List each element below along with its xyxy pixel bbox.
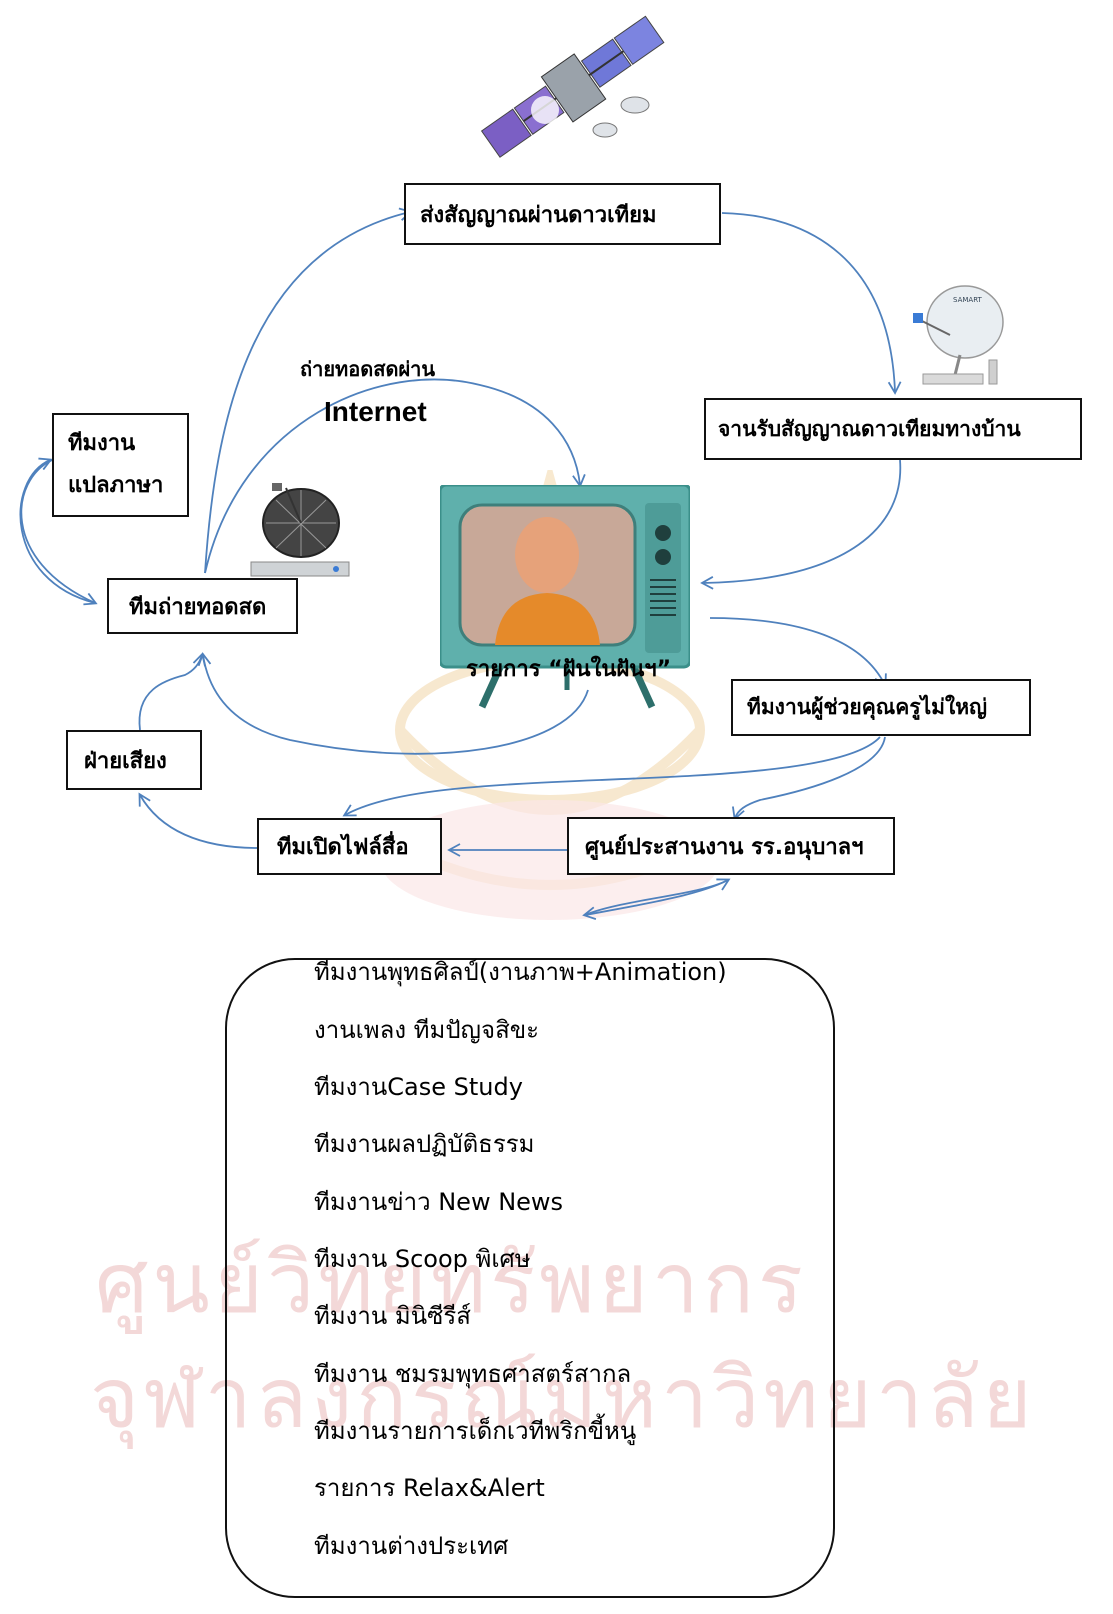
translation-team-box: ทีมงาน แปลภาษา <box>52 413 189 517</box>
arrow-assistant-to-media <box>342 736 881 817</box>
arrow-live-to-translation <box>19 457 96 604</box>
live-broadcast-team-box: ทีมถ่ายทอดสด <box>107 578 298 634</box>
coordination-center-box: ศูนย์ประสานงาน รร.อนุบาลฯ <box>567 817 895 875</box>
translation-team-line2: แปลภาษา <box>68 473 164 498</box>
home-receiver-label: จานรับสัญญาณดาวเทียมทางบ้าน <box>718 416 1021 441</box>
internet-edge-label-line1: ถ่ายทอดสดผ่าน <box>300 357 436 381</box>
team-item: ทีมงานผลปฏิบัติธรรม <box>314 1130 535 1158</box>
arrow-satellite-to-home <box>721 212 902 395</box>
arrow-home-to-tv <box>700 459 902 590</box>
translation-team-line1: ทีมงาน <box>68 431 136 456</box>
team-item: งานเพลง ทีมปัญจสิขะ <box>314 1016 540 1044</box>
satellite-icon <box>480 15 665 158</box>
media-file-team-label: ทีมเปิดไฟล์สื่อ <box>277 835 409 860</box>
production-teams-box: ทีมงานพุทธศิลป์(งานภาพ+Animation) งานเพล… <box>225 958 835 1598</box>
arrow-teams-to-coordination <box>584 878 731 916</box>
satellite-broadcast-label: ส่งสัญญาณผ่านดาวเทียม <box>420 202 657 228</box>
arrow-live-to-tv-internet <box>204 378 586 574</box>
broadcast-dish-icon <box>250 483 350 577</box>
live-broadcast-team-label: ทีมถ่ายทอดสด <box>129 594 267 620</box>
team-item: รายการ Relax&Alert <box>314 1474 545 1502</box>
sound-box: ฝ่ายเสียง <box>66 730 202 790</box>
media-file-team-box: ทีมเปิดไฟล์สื่อ <box>257 818 442 875</box>
coordination-center-label: ศูนย์ประสานงาน รร.อนุบาลฯ <box>585 834 864 860</box>
assistant-team-box: ทีมงานผู้ช่วยคุณครูไม่ใหญ่ <box>731 679 1031 736</box>
team-item: ทีมงานต่างประเทศ <box>314 1532 509 1560</box>
tv-icon <box>438 483 692 709</box>
team-item: ทีมงานข่าว New News <box>314 1188 564 1216</box>
arrow-assistant-to-coordination <box>732 736 886 821</box>
tv-set <box>438 483 692 710</box>
satellite-broadcast-box: ส่งสัญญาณผ่านดาวเทียม <box>404 183 721 245</box>
home-dish-icon: SAMART <box>913 285 1004 385</box>
arrow-live-to-satellite <box>204 207 413 574</box>
team-item: ทีมงานพุทธศิลป์(งานภาพ+Animation) <box>314 958 727 986</box>
arrow-media-to-sound <box>138 792 259 849</box>
team-item: ทีมงานรายการเด็กเวทีพริกขี้หนู <box>314 1417 637 1445</box>
tv-program-caption: รายการ “ฝันในฝันฯ” <box>466 657 672 682</box>
team-item: ทีมงานCase Study <box>314 1073 523 1101</box>
assistant-team-label: ทีมงานผู้ช่วยคุณครูไม่ใหญ่ <box>747 695 987 719</box>
arrow-tv-to-assistant <box>709 617 887 688</box>
home-receiver-box: จานรับสัญญาณดาวเทียมทางบ้าน <box>704 398 1082 460</box>
team-item: ทีมงาน Scoop พิเศษ <box>314 1245 531 1273</box>
svg-text:SAMART: SAMART <box>953 296 983 304</box>
team-item: ทีมงาน ชมรมพุทธศาสตร์สากล <box>314 1360 632 1388</box>
internet-edge-label-line2: Internet <box>324 396 427 427</box>
team-item: ทีมงาน มินิซีรีส์ <box>314 1302 471 1330</box>
watermark-line1: ศูนย์วิทยทรัพยากร <box>95 1234 807 1332</box>
sound-label: ฝ่ายเสียง <box>84 748 167 774</box>
arrow-sound-to-live <box>138 652 206 731</box>
arrow-translation-to-live <box>20 459 98 606</box>
watermark-line2: จุฬาลงกรณ์มหาวิทยาลัย <box>90 1349 1036 1447</box>
arrow-coordination-to-teams <box>582 879 729 920</box>
arrow-tv-to-live <box>197 652 589 755</box>
